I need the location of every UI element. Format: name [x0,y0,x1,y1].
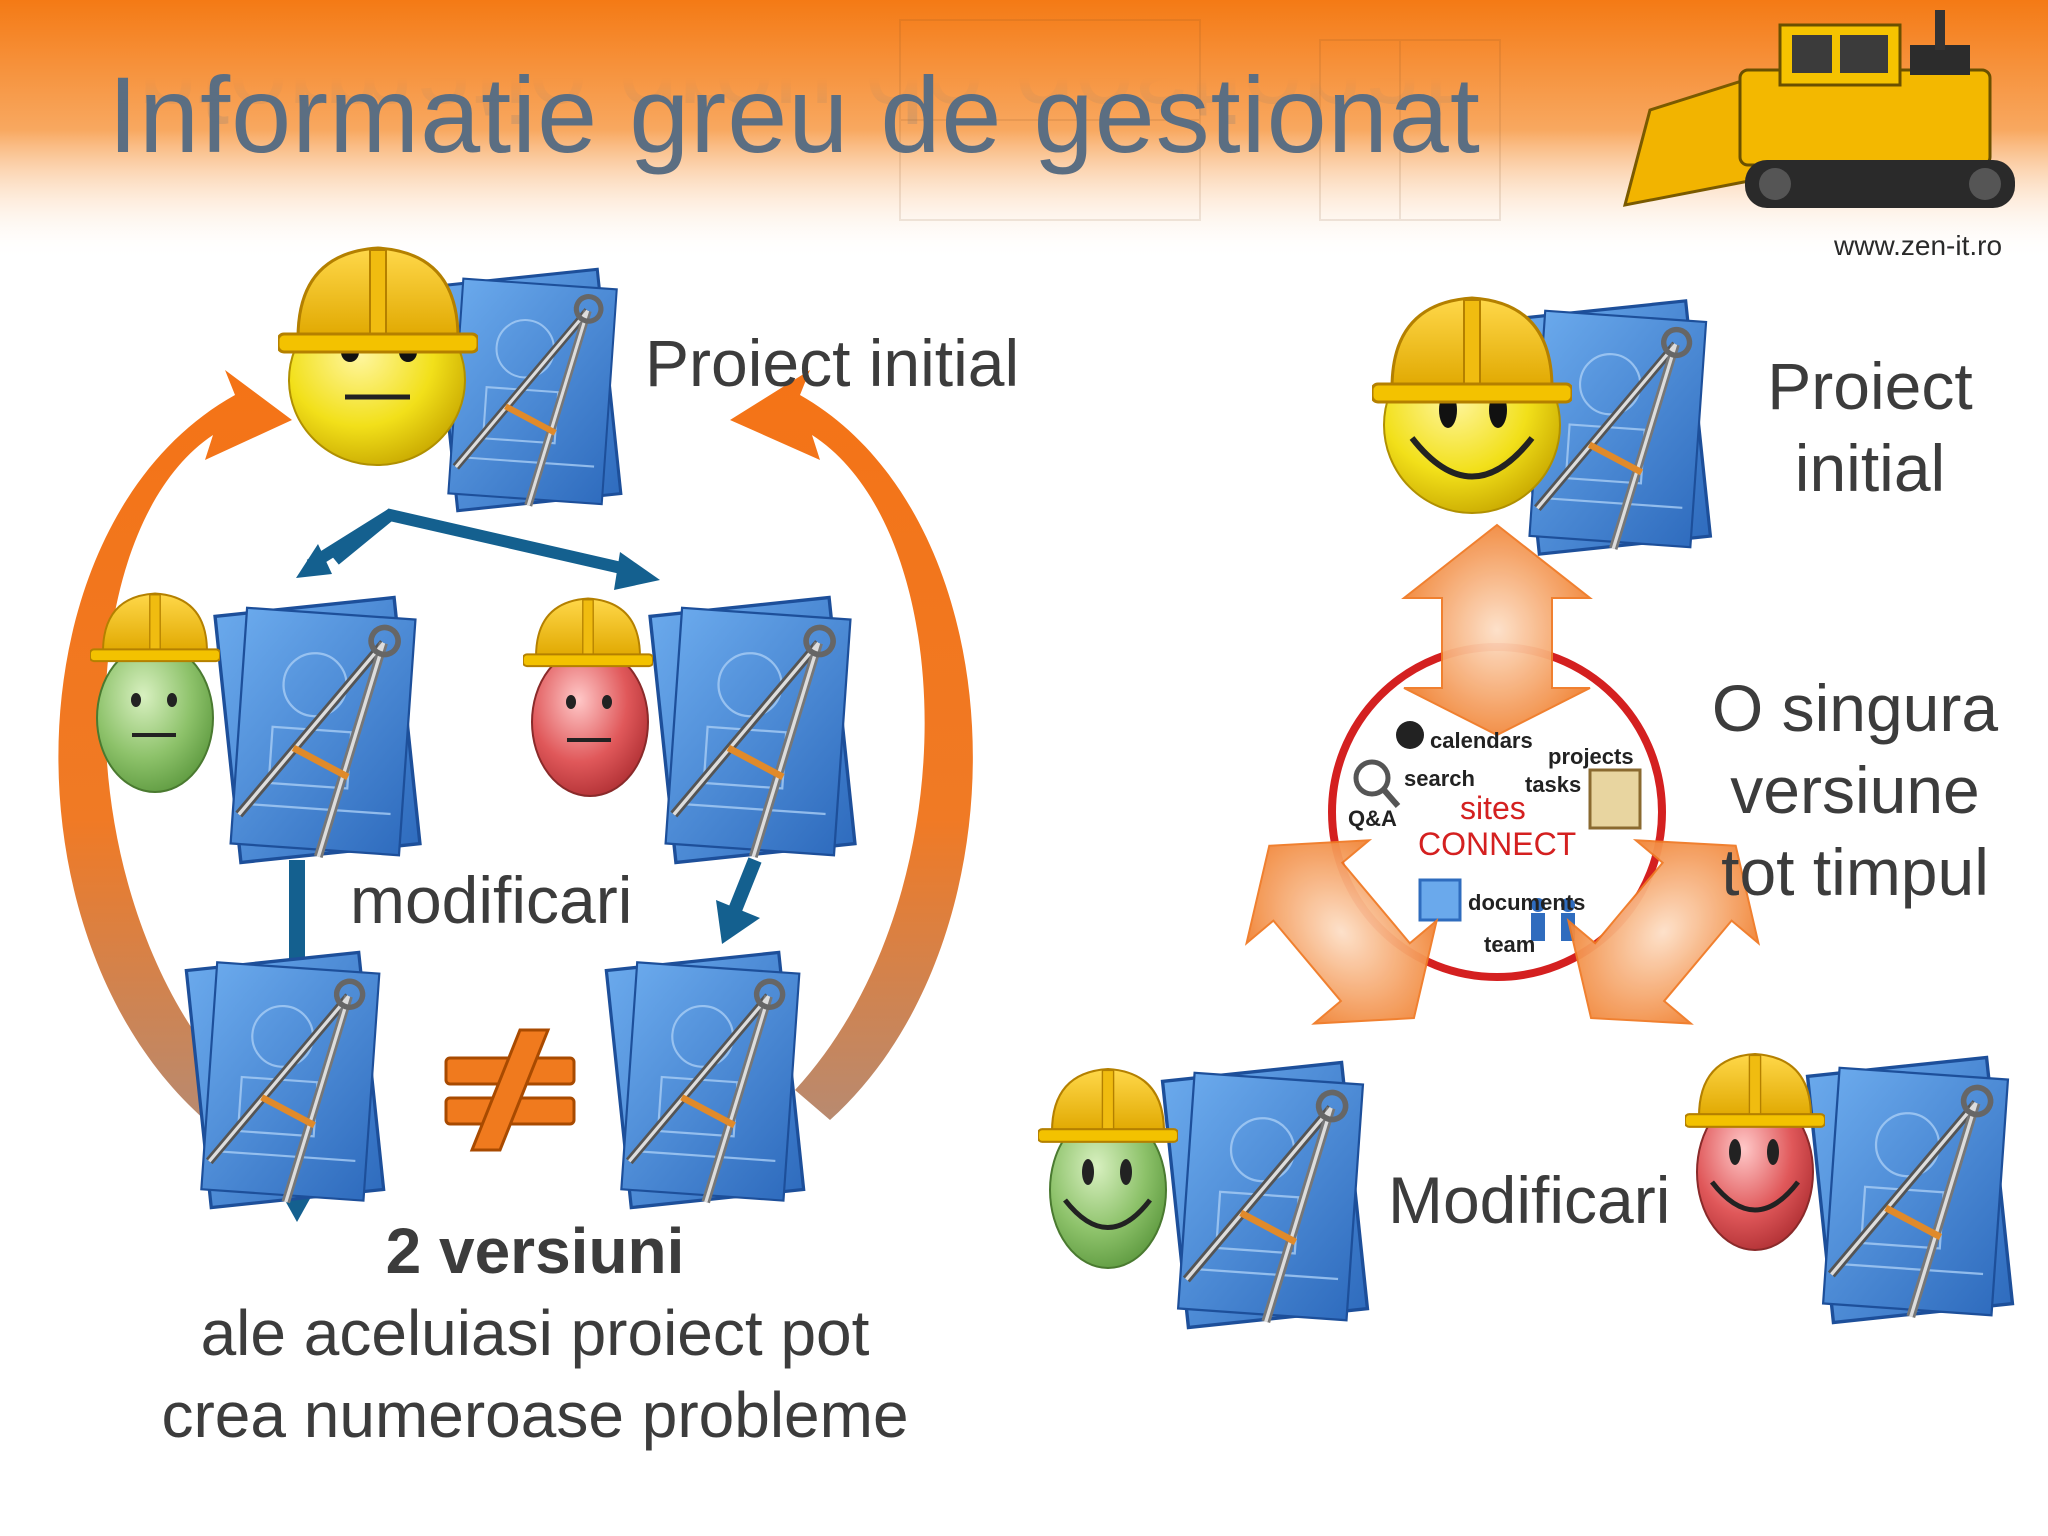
blueprint-icon [1163,1063,1377,1328]
hub-feature-team: team [1484,932,1536,957]
right-project-label-line2: initial [1794,431,1946,505]
left-initial-project-group [278,246,629,511]
hard-hat-icon [1685,1052,1825,1129]
neutral-face-icon [531,647,649,797]
left-project-label: Proiect initial [645,326,1020,400]
hub-feature-projects: projects [1548,744,1634,769]
hub-feature-qa: Q&A [1348,806,1397,831]
split-arrow [306,508,632,576]
bulldozer-image [1622,10,2015,208]
short-down-arrow-head [716,900,760,944]
single-version-line2: versiune [1730,753,1980,827]
blueprint-icon [215,598,429,863]
right-project-label-line1: Proiect [1767,349,1973,423]
hard-hat-icon [523,597,653,668]
left-conclusion-bold: 2 versiuni [385,1215,685,1287]
blueprint-version-a-icon [186,952,392,1207]
left-changes-label: modificari [350,863,633,937]
hub-feature-tasks: tasks [1525,772,1582,797]
neutral-face-icon [96,643,214,793]
sites-connect-hub [1328,643,1666,981]
hard-hat-icon [278,246,478,354]
blueprint-icon [650,598,864,863]
right-changes-label: Modificari [1388,1163,1671,1237]
hub-brand-sites: sites [1460,790,1526,826]
slide-title: Informatie greu de gestionat [108,54,1481,175]
right-green-worker-group [1038,1063,1376,1328]
hub-feature-calendars: calendars [1430,728,1533,753]
split-arrow-head-left [296,544,332,578]
left-red-worker-group [523,598,864,863]
header-blueprint-pattern [899,19,1501,221]
document-icon [1418,878,1462,922]
right-cycle-arrow [730,370,973,1120]
split-arrow-head-right [614,552,660,590]
left-green-worker-group [90,592,429,863]
left-conclusion-line1: ale aceluiasi proiect pot [200,1297,870,1369]
right-initial-project-group [1372,298,1719,554]
hub-arrow-right [1566,839,1761,1025]
blueprint-icon [1808,1058,2022,1323]
hard-hat-icon [1038,1067,1178,1144]
clipboard-icon [1588,768,1642,830]
not-equal-icon [444,1028,576,1152]
single-version-line1: O singura [1711,671,1999,745]
blueprint-version-b-icon [606,952,812,1207]
hub-feature-documents: documents [1468,890,1586,915]
left-cycle-arrow [58,370,292,1120]
single-version-line3: tot timpul [1721,835,1989,909]
hub-arrow-top [1401,523,1593,737]
film-reel-icon [1396,721,1424,749]
short-down-arrow [728,857,762,913]
left-conclusion-line2: crea numeroase probleme [161,1379,909,1451]
slide-title-reflection: Informatie greu de gestionat [108,23,1453,144]
right-red-worker-group [1685,1052,2022,1323]
hard-hat-icon [1372,296,1572,404]
search-magnifier-icon [1353,759,1391,797]
hub-arrow-left [1244,839,1439,1025]
hub-brand-connect: CONNECT [1418,826,1577,862]
hub-feature-search: search [1404,766,1475,791]
website-link[interactable]: www.zen-it.ro [1834,230,2003,261]
